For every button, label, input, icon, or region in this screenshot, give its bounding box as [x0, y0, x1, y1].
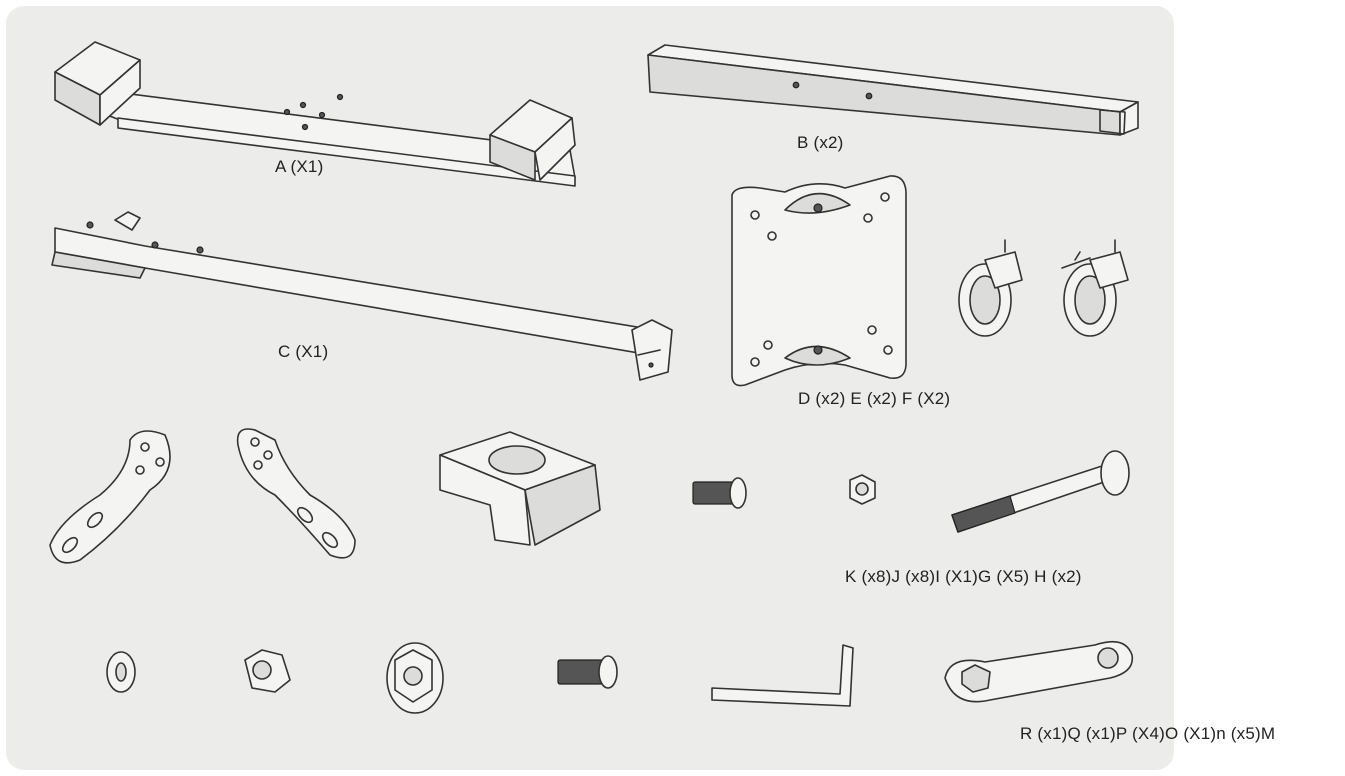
part-c-arm: [51, 211, 673, 381]
part-right-bracket: [236, 428, 356, 559]
part-a-frame: [54, 41, 576, 187]
part-f-caster: [1061, 239, 1129, 337]
label-parts-d-e-f: D (x2) E (x2) F (X2): [798, 389, 951, 408]
part-wrench: [944, 640, 1134, 703]
part-button-bolt: [557, 655, 618, 689]
part-hex-nut: [849, 474, 876, 505]
label-parts-g-h-i-j-k: K (x8)J (x8)I (X1)G (X5) H (x2): [845, 567, 1082, 586]
part-clamp-block: [439, 431, 601, 546]
part-e-caster: [958, 239, 1023, 337]
label-part-b: B (x2): [797, 133, 844, 152]
part-flange-nut: [386, 642, 444, 714]
part-long-bolt: [951, 450, 1130, 533]
part-d-plate: [731, 175, 907, 387]
label-part-a: A (X1): [275, 157, 324, 176]
part-b-tube: [647, 44, 1139, 136]
label-part-c: C (X1): [278, 342, 329, 361]
part-left-bracket: [49, 430, 171, 564]
label-parts-m-n-o-p-q-r: R (x1)Q (x1)P (X4)O (X1)n (x5)M: [1020, 724, 1276, 743]
part-cap-nut: [244, 649, 291, 693]
part-short-bolt: [692, 477, 747, 509]
part-hex-key: [711, 644, 854, 707]
part-washer: [106, 651, 136, 693]
